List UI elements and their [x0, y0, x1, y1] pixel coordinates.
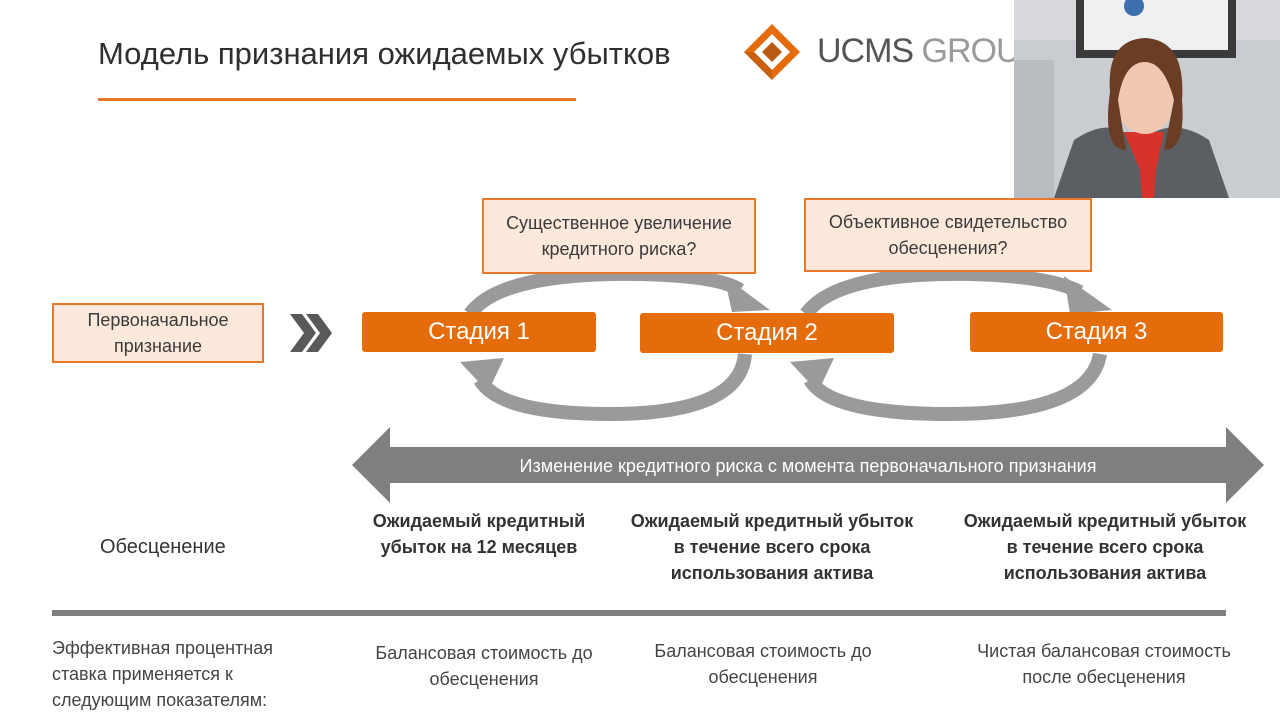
stage-3-box: Стадия 3 — [970, 312, 1223, 352]
credit-risk-double-arrow — [352, 427, 1264, 503]
credit-risk-arrow-label: Изменение кредитного риска с момента пер… — [519, 456, 1097, 476]
logo-text-ucms: UCMS — [817, 32, 914, 70]
arrowhead-stage2-top — [724, 276, 770, 312]
eir-stage-3: Чистая балансовая стоимость после обесце… — [977, 641, 1231, 687]
ucms-logo: UCMS GROUP — [742, 22, 1042, 82]
presenter-video — [1014, 0, 1280, 198]
arrowhead-stage2-bottom — [790, 358, 834, 392]
initial-recognition-box: Первоначальное признание — [52, 303, 264, 363]
double-chevron-icon — [290, 314, 332, 352]
presenter-image — [1014, 0, 1280, 198]
arrowhead-stage3-top — [1064, 276, 1112, 314]
slide-title: Модель признания ожидаемых убытков — [98, 36, 671, 71]
arc-stage3-to-stage2 — [803, 352, 1107, 422]
eir-stage-1: Балансовая стоимость до обесценения — [375, 643, 593, 689]
impairment-label: Обесценение — [100, 536, 226, 558]
eir-label: Эффективная процентная ставка применяетс… — [52, 638, 273, 710]
arc-stage1-to-stage2 — [464, 266, 745, 319]
stage-1-box: Стадия 1 — [362, 312, 596, 352]
eir-stage-2: Балансовая стоимость до обесценения — [654, 641, 872, 687]
title-underline — [98, 98, 576, 101]
ucms-logo-icon — [744, 24, 800, 80]
stage-2-box: Стадия 2 — [640, 313, 894, 353]
arrowhead-stage1-bottom — [460, 358, 504, 392]
impairment-stage-1: Ожидаемый кредитный убыток на 12 месяцев — [372, 511, 586, 557]
question-significant-increase: Существенное увеличение кредитного риска… — [482, 198, 756, 274]
impairment-stage-3: Ожидаемый кредитный убыток в течение все… — [963, 511, 1247, 583]
impairment-stage-2: Ожидаемый кредитный убыток в течение все… — [630, 511, 914, 583]
arc-stage2-to-stage1 — [473, 352, 752, 422]
question-objective-evidence: Объективное свидетельство обесценения? — [804, 198, 1092, 272]
arc-stage2-to-stage3 — [800, 266, 1084, 319]
section-separator — [52, 610, 1226, 616]
